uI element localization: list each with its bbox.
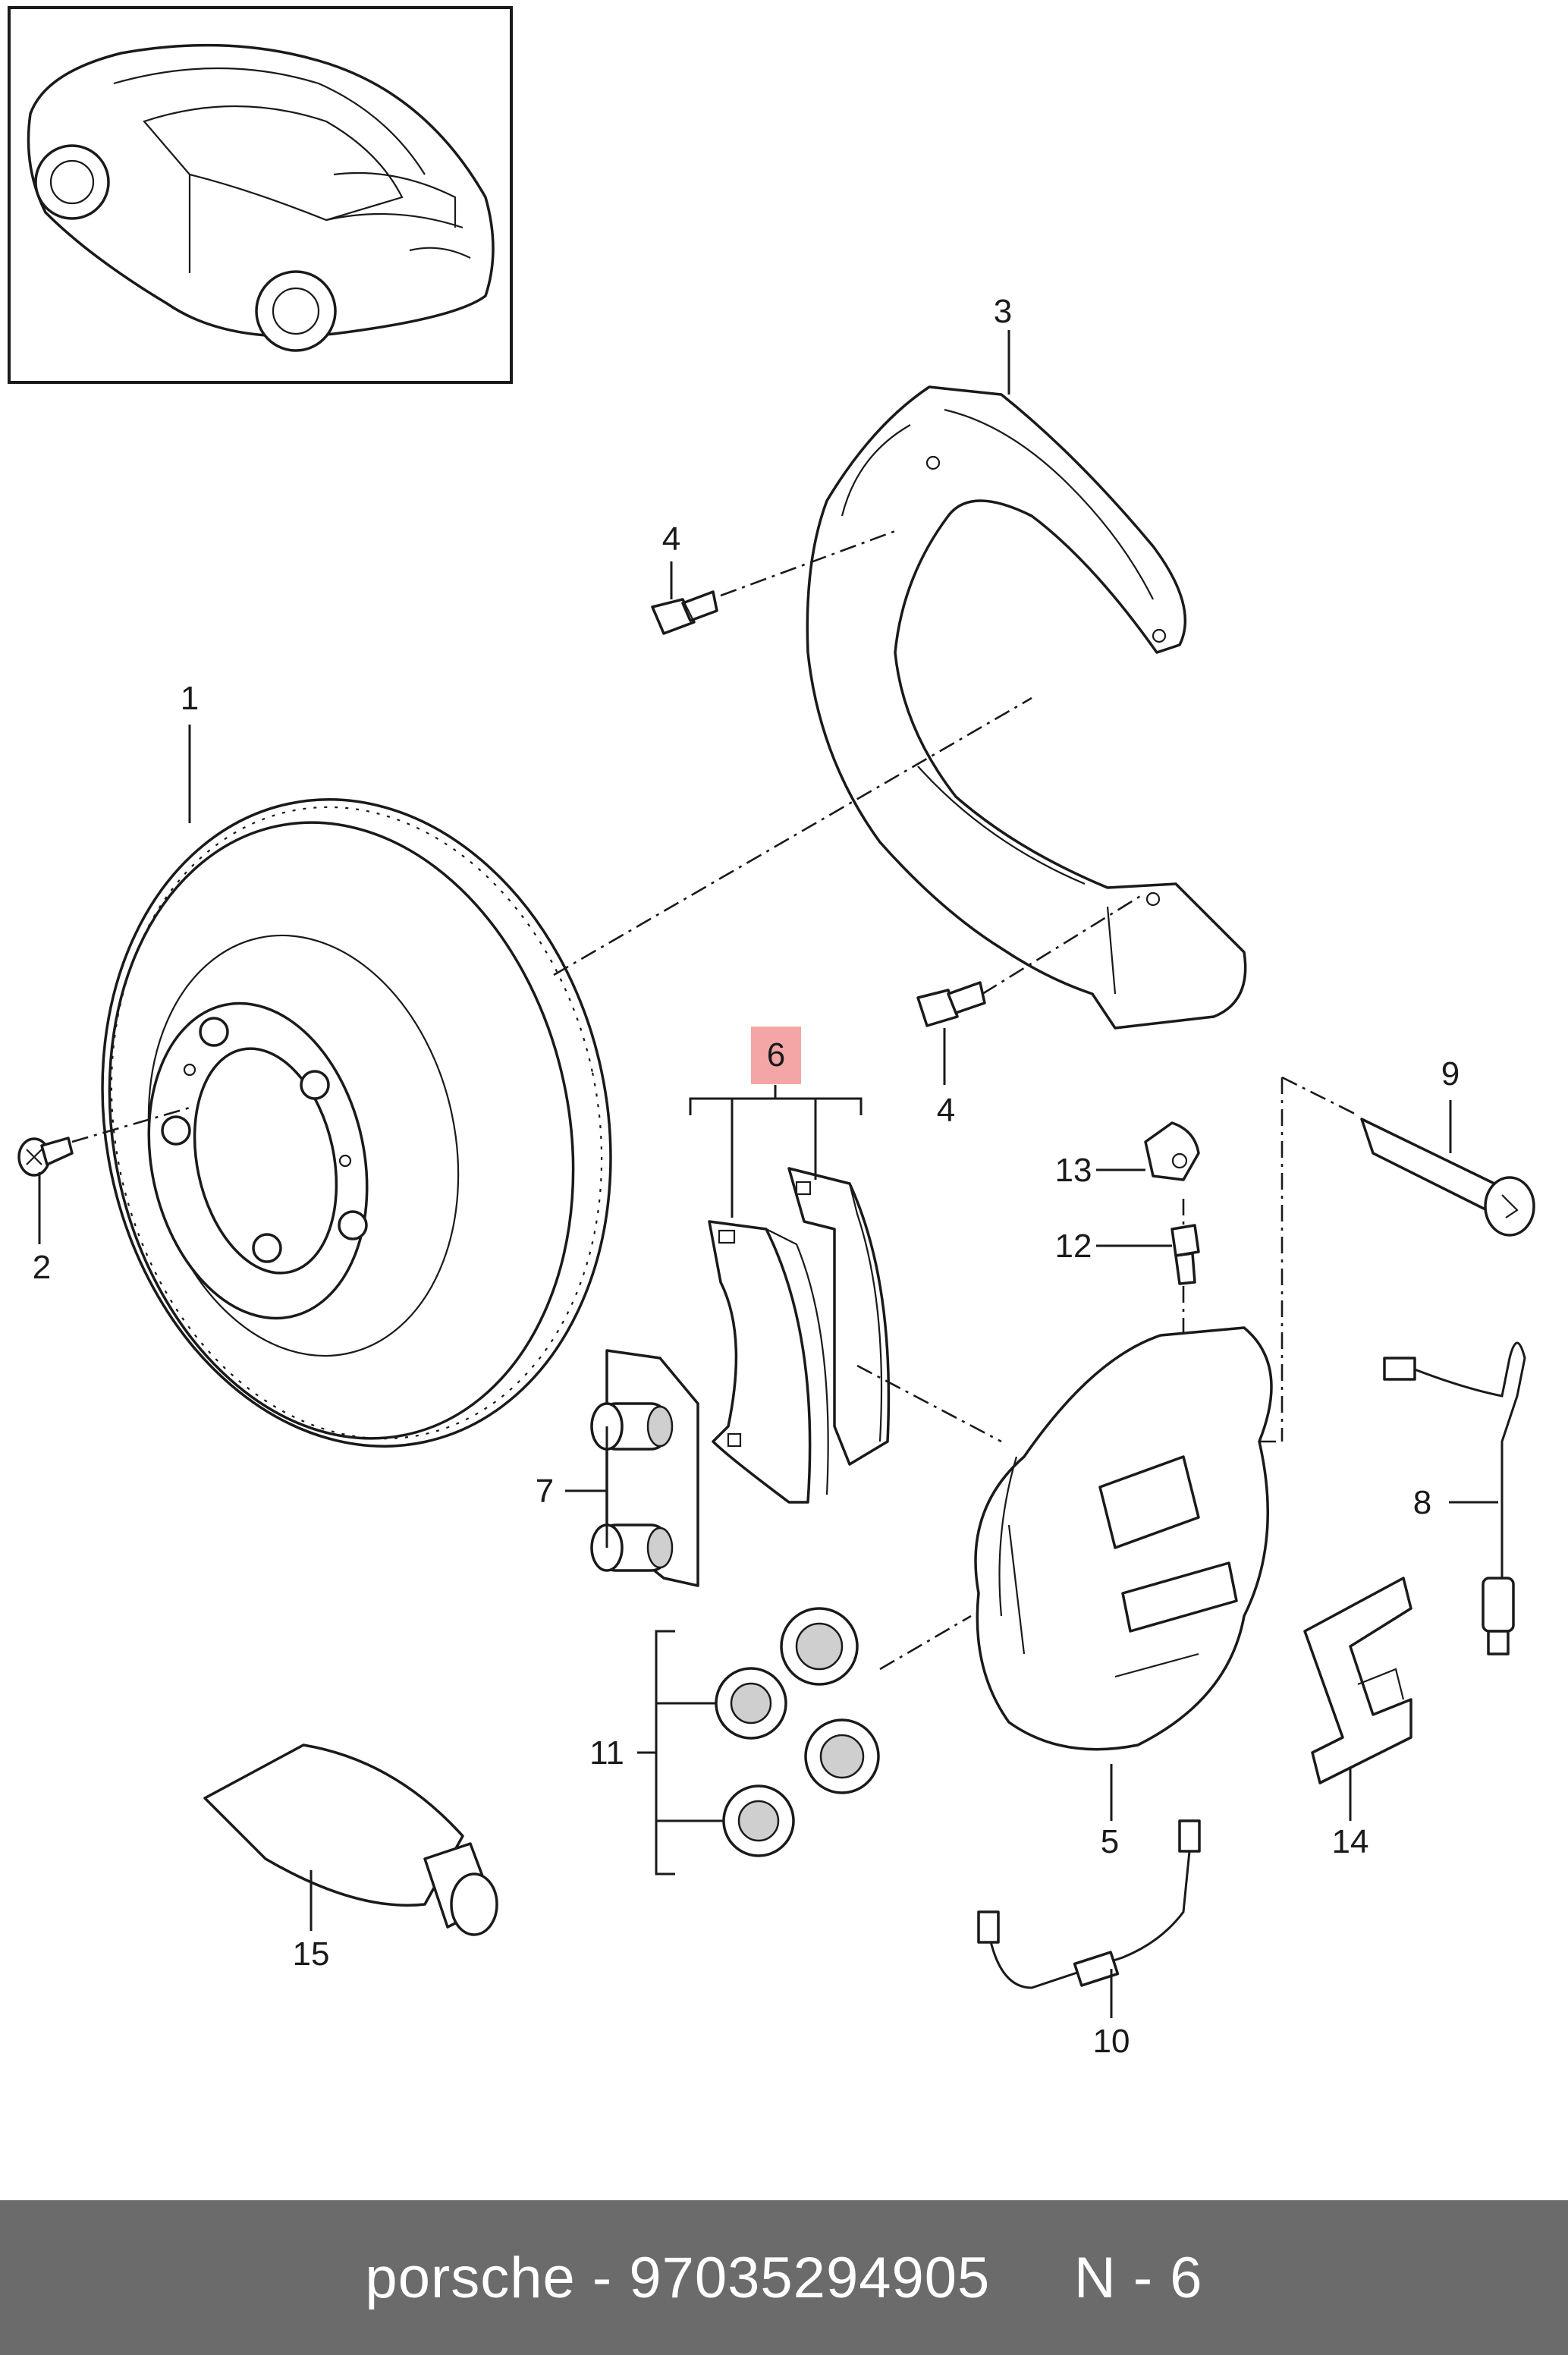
callout-8: 8 <box>1413 1484 1431 1521</box>
bleeder-cap <box>1144 1121 1200 1181</box>
shield-bolt-upper <box>651 590 718 635</box>
callout-5: 5 <box>1101 1823 1119 1860</box>
callout-4-lower: 4 <box>937 1092 955 1129</box>
callout-11: 11 <box>589 1734 624 1772</box>
piston-seal-kit <box>715 1607 880 1857</box>
callout-9: 9 <box>1441 1055 1460 1093</box>
brake-assembly-diagram: 1 2 3 4 4 5 6 7 8 9 10 11 12 13 14 15 <box>8 6 1535 2060</box>
brake-caliper <box>974 1326 1273 1751</box>
alignment-lines <box>71 530 1359 1671</box>
brake-pad-set <box>708 1167 891 1504</box>
caliper-bolt <box>1360 1118 1535 1237</box>
callout-3: 3 <box>994 293 1012 330</box>
callout-6-highlight <box>751 1027 801 1084</box>
disc-screw <box>17 1137 74 1177</box>
callout-1: 1 <box>181 680 199 717</box>
callout-15: 15 <box>293 1935 330 1973</box>
brake-dust-shield <box>806 385 1247 1030</box>
callout-6: 6 <box>767 1036 785 1074</box>
callout-7: 7 <box>536 1473 554 1510</box>
callout-12: 12 <box>1055 1228 1092 1265</box>
brake-hose <box>977 1819 1201 1989</box>
footer-part-number: porsche - 97035294905 N - 6 <box>365 2245 1203 2310</box>
callout-14: 14 <box>1332 1823 1369 1860</box>
bleeder-valve <box>1171 1224 1200 1285</box>
brake-disc <box>101 798 612 1448</box>
guide-pins <box>590 1349 699 1587</box>
vehicle-thumbnail <box>8 6 513 384</box>
footer-bar: porsche - 97035294905 N - 6 <box>0 2200 1568 2355</box>
callout-13: 13 <box>1055 1152 1092 1189</box>
callout-4-upper: 4 <box>662 520 680 558</box>
leader-lines <box>38 330 1498 2018</box>
callout-10: 10 <box>1093 2023 1130 2060</box>
wear-sensor <box>1383 1341 1526 1655</box>
grease-tube <box>203 1743 498 1936</box>
callout-2: 2 <box>33 1249 51 1286</box>
callout-labels: 1 2 3 4 4 5 6 7 8 9 10 11 12 13 14 15 <box>33 293 1460 2060</box>
anti-rattle-spring <box>1303 1577 1412 1784</box>
shield-bolt-lower <box>916 981 986 1027</box>
